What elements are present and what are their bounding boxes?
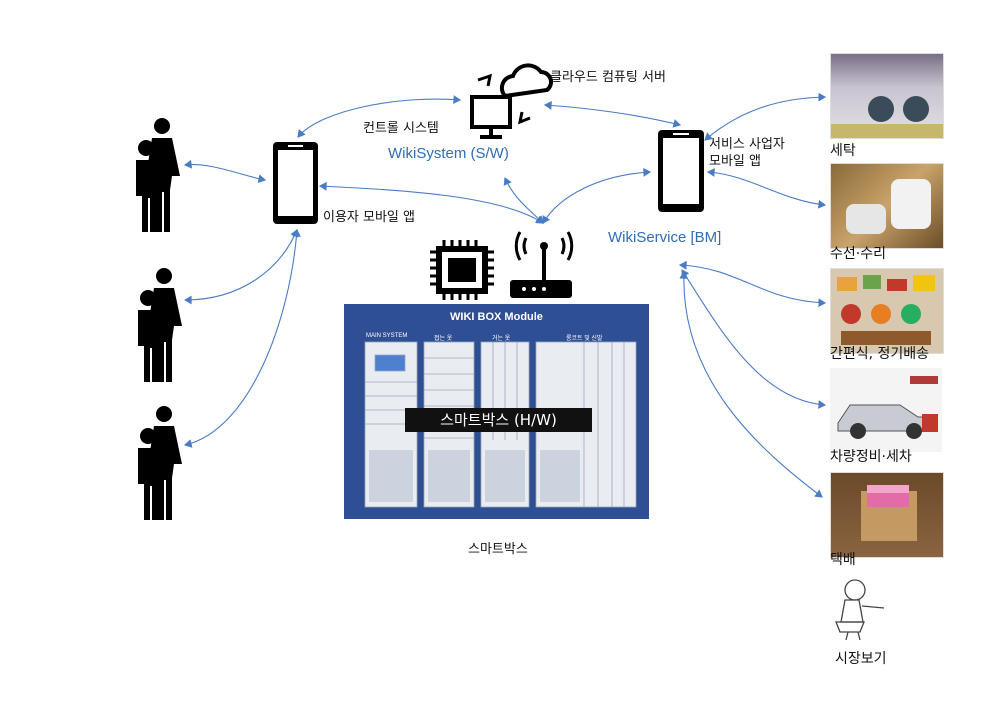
laundry-photo (830, 53, 944, 139)
cabinet-title: WIKI BOX Module (450, 311, 543, 323)
column-label-folded: 접는 옷 (434, 336, 453, 342)
arrow-provider-box (542, 168, 652, 224)
service-label-parcel: 택배 (830, 552, 856, 568)
cloud-server-label: 클라우드 컴퓨팅 서버 (550, 70, 666, 85)
parcel-photo (830, 472, 944, 558)
arrow-provider-repair (706, 168, 827, 209)
arrow-user-cloud (297, 95, 462, 138)
service-label-meal: 간편식, 정기배송 (830, 346, 930, 362)
arrow-person1-phone (183, 159, 267, 184)
column-label-hanging: 거는 옷 (492, 336, 511, 342)
car-photo (830, 368, 942, 452)
smartbox-label: 스마트박스 (468, 542, 528, 557)
provider-app-label-1: 서비스 사업자 (709, 137, 785, 152)
provider-app-label-2: 모바일 앱 (709, 154, 761, 169)
arrow-user-box (318, 181, 544, 224)
column-label-longcoat: 롱코트 및 신발 (566, 336, 603, 342)
arrow-wiki-parcel (679, 270, 823, 498)
service-label-repair: 수선·수리 (830, 246, 886, 262)
person-icon (138, 406, 182, 520)
arrow-provider-laundry (704, 92, 827, 141)
meal-photo (830, 268, 944, 354)
column-label-main: MAIN SYSTEM (366, 333, 408, 339)
service-label-laundry: 세탁 (830, 143, 856, 159)
person-icon (138, 268, 182, 382)
control-system-label: 컨트롤 시스템 (363, 121, 439, 136)
repair-photo (830, 163, 944, 249)
user-app-label: 이용자 모바일 앱 (323, 210, 415, 225)
arrow-cloud-provider (543, 101, 682, 128)
service-label-shopping: 시장보기 (835, 651, 887, 667)
wikisystem-label: WikiSystem (S/W) (388, 145, 509, 162)
arrow-person3-phone (183, 228, 301, 448)
service-label-car: 차량정비·세차 (830, 449, 912, 465)
person-icon (136, 118, 180, 232)
hw-label: 스마트박스 (H/W) (405, 408, 592, 432)
wikiservice-label: WikiService [BM] (608, 229, 722, 246)
